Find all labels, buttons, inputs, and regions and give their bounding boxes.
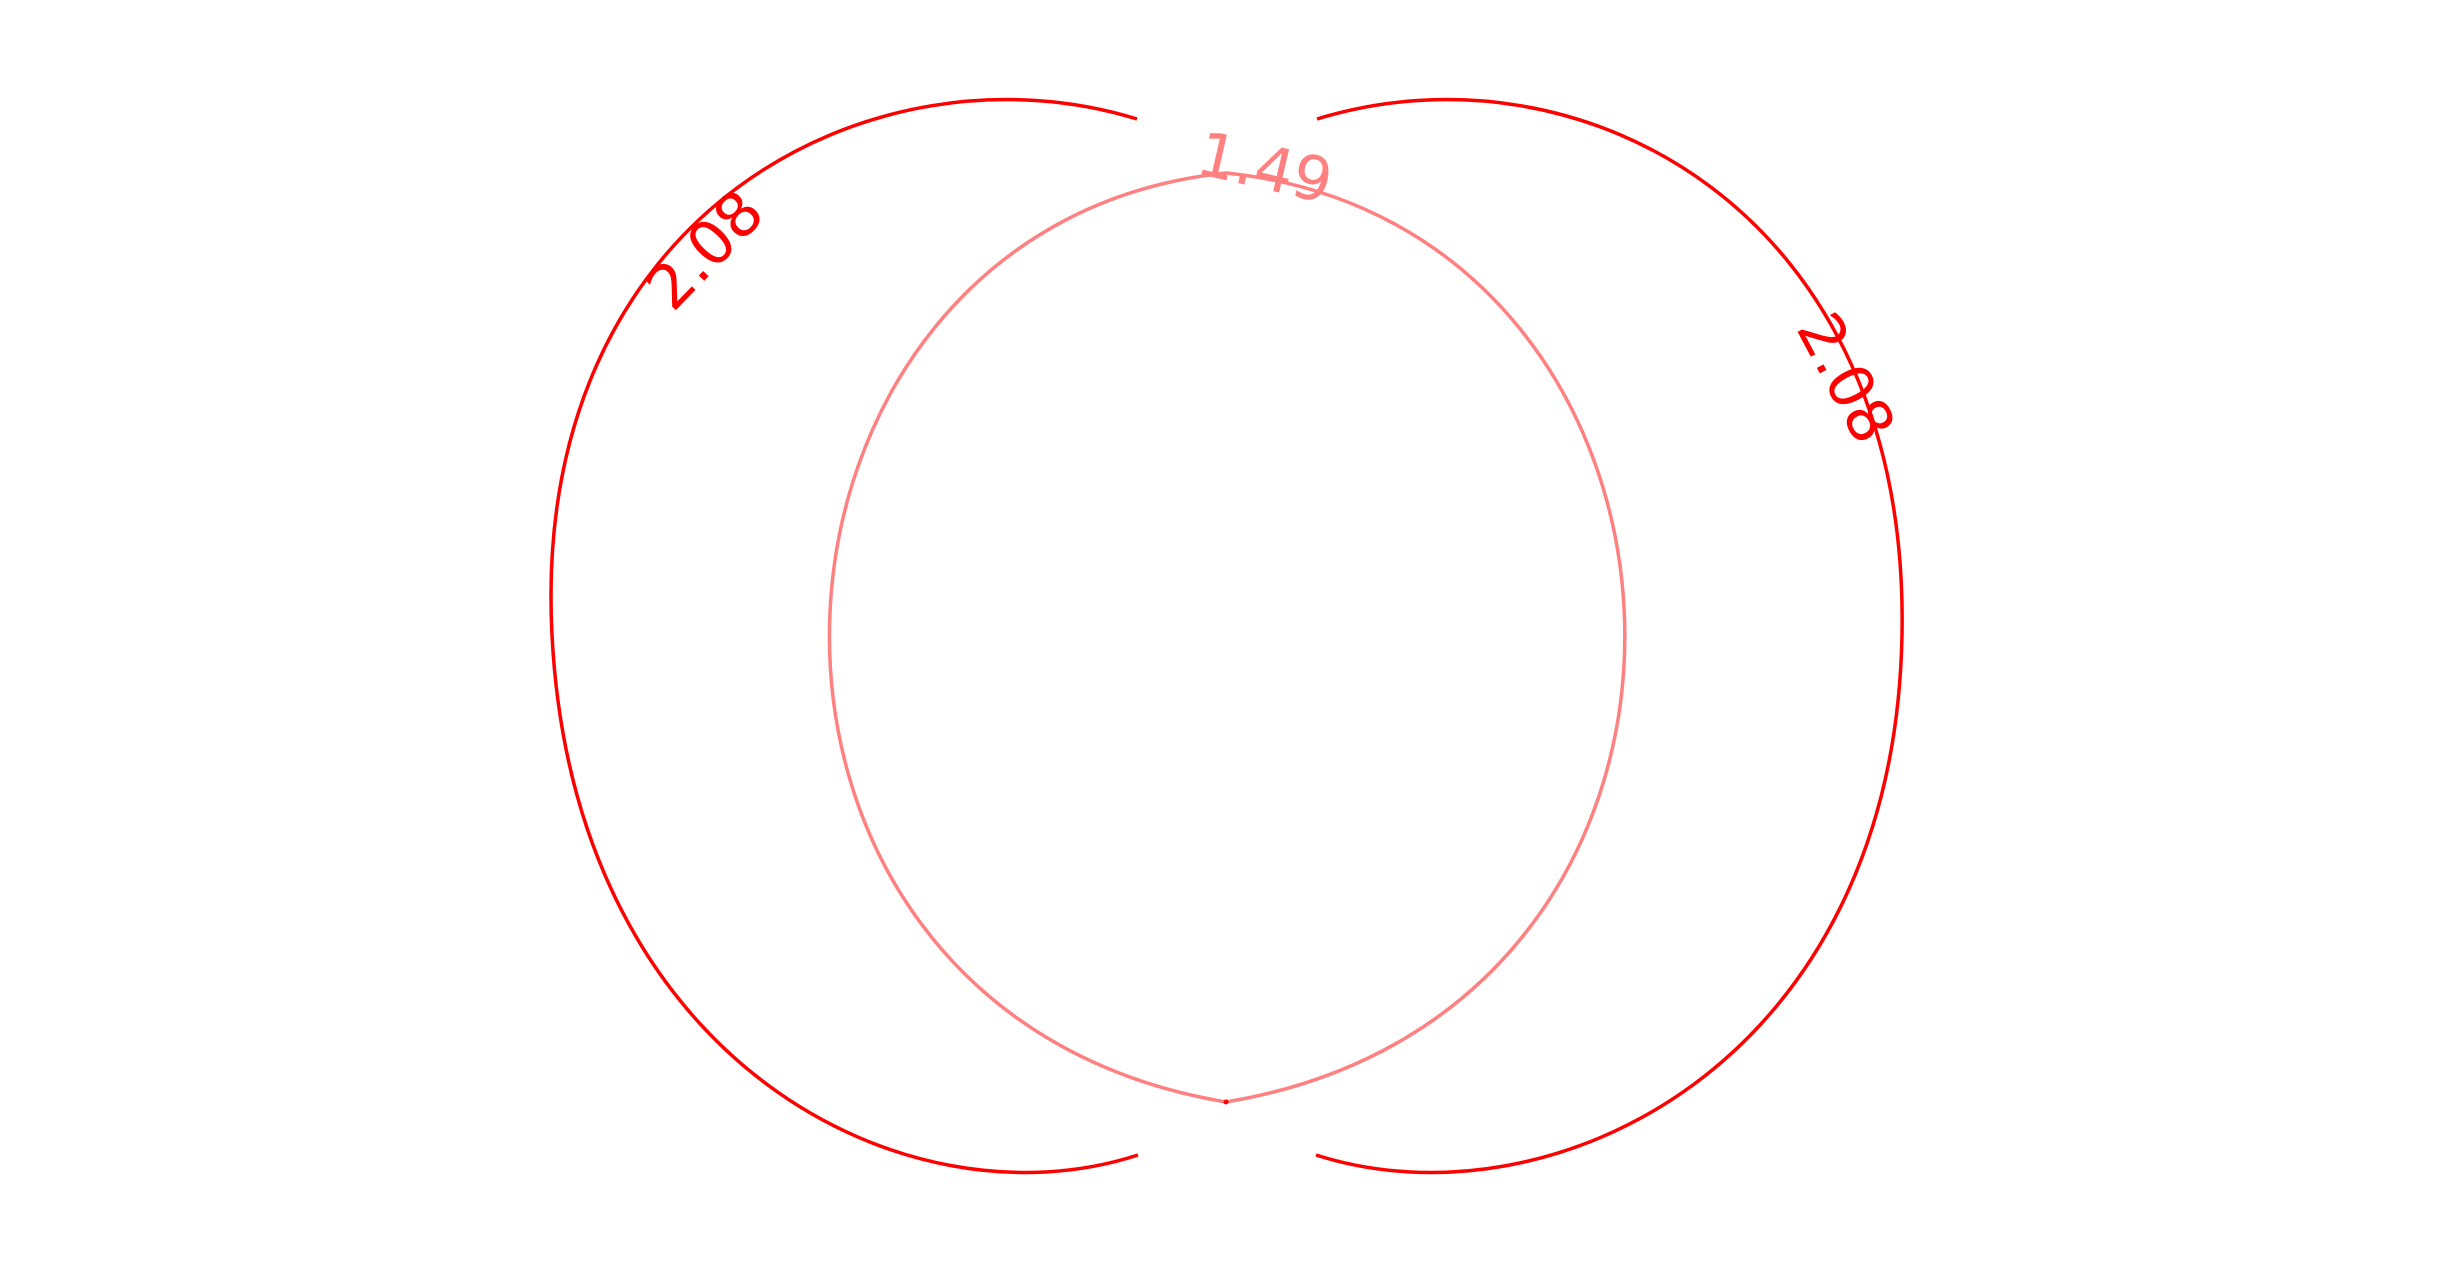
- inner-loop-arc: [827, 171, 1627, 1104]
- right-outer-arc: [1315, 97, 1904, 1175]
- left-outer-arc: [549, 97, 1139, 1175]
- right-arc-label: 2.08: [1782, 302, 1908, 455]
- inner-loop-label: 1.49: [1191, 118, 1339, 218]
- graph-node: [1223, 1099, 1229, 1105]
- left-arc-label: 2.08: [632, 177, 777, 324]
